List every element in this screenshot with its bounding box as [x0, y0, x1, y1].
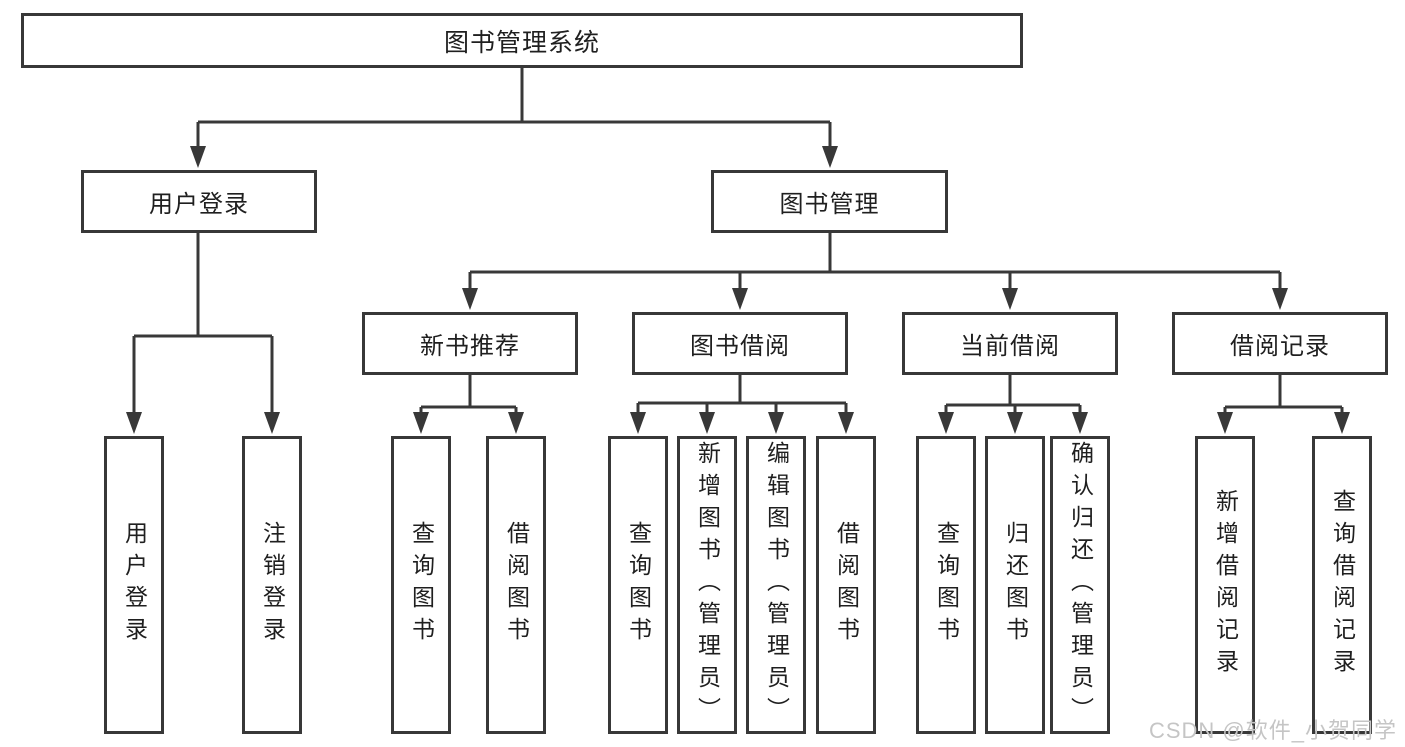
- node-label: 图书借阅: [690, 333, 790, 360]
- node-book-borrowing: 图书借阅: [632, 312, 848, 375]
- connector-paths: [132, 68, 1344, 416]
- leaf-label: 新增图书（管理员）: [694, 441, 721, 729]
- leaf-label: 归还图书: [1002, 521, 1029, 649]
- leaf-query-books-borrowing: 查询图书: [608, 436, 668, 734]
- node-book-management: 图书管理: [711, 170, 948, 233]
- leaf-logout: 注销登录: [242, 436, 302, 734]
- leaf-label: 查询图书: [933, 521, 960, 649]
- leaf-query-books-current: 查询图书: [916, 436, 976, 734]
- leaf-label: 用户登录: [121, 521, 148, 649]
- leaf-confirm-return-admin: 确认归还（管理员）: [1050, 436, 1110, 734]
- node-label: 图书管理: [779, 191, 880, 218]
- leaf-label: 借阅图书: [503, 521, 530, 649]
- node-library-management-system: 图书管理系统: [21, 13, 1023, 68]
- node-label: 用户登录: [149, 191, 249, 218]
- leaf-label: 查询图书: [625, 521, 652, 649]
- leaf-query-borrow-record: 查询借阅记录: [1312, 436, 1372, 734]
- leaf-user-login: 用户登录: [104, 436, 164, 734]
- leaf-label: 查询借阅记录: [1329, 489, 1356, 681]
- leaf-label: 新增借阅记录: [1212, 489, 1239, 681]
- node-label: 图书管理系统: [443, 28, 600, 57]
- leaf-borrow-books-recommend: 借阅图书: [486, 436, 546, 734]
- node-borrowing-records: 借阅记录: [1172, 312, 1388, 375]
- leaf-label: 编辑图书（管理员）: [763, 441, 790, 729]
- node-new-book-recommendation: 新书推荐: [362, 312, 578, 375]
- leaf-label: 注销登录: [259, 521, 286, 649]
- node-label: 新书推荐: [420, 333, 520, 360]
- leaf-add-borrow-record: 新增借阅记录: [1195, 436, 1255, 734]
- leaf-label: 确认归还（管理员）: [1067, 441, 1094, 729]
- leaf-label: 借阅图书: [833, 521, 860, 649]
- node-user-login: 用户登录: [81, 170, 317, 233]
- leaf-add-books-admin: 新增图书（管理员）: [677, 436, 737, 734]
- leaf-label: 查询图书: [408, 521, 435, 649]
- leaf-borrow-books: 借阅图书: [816, 436, 876, 734]
- node-current-borrowing: 当前借阅: [902, 312, 1118, 375]
- node-label: 借阅记录: [1230, 333, 1330, 360]
- leaf-edit-books-admin: 编辑图书（管理员）: [746, 436, 806, 734]
- node-label: 当前借阅: [960, 333, 1060, 360]
- leaf-query-books-recommend: 查询图书: [391, 436, 451, 734]
- leaf-return-books: 归还图书: [985, 436, 1045, 734]
- arrowheads: [126, 146, 1350, 434]
